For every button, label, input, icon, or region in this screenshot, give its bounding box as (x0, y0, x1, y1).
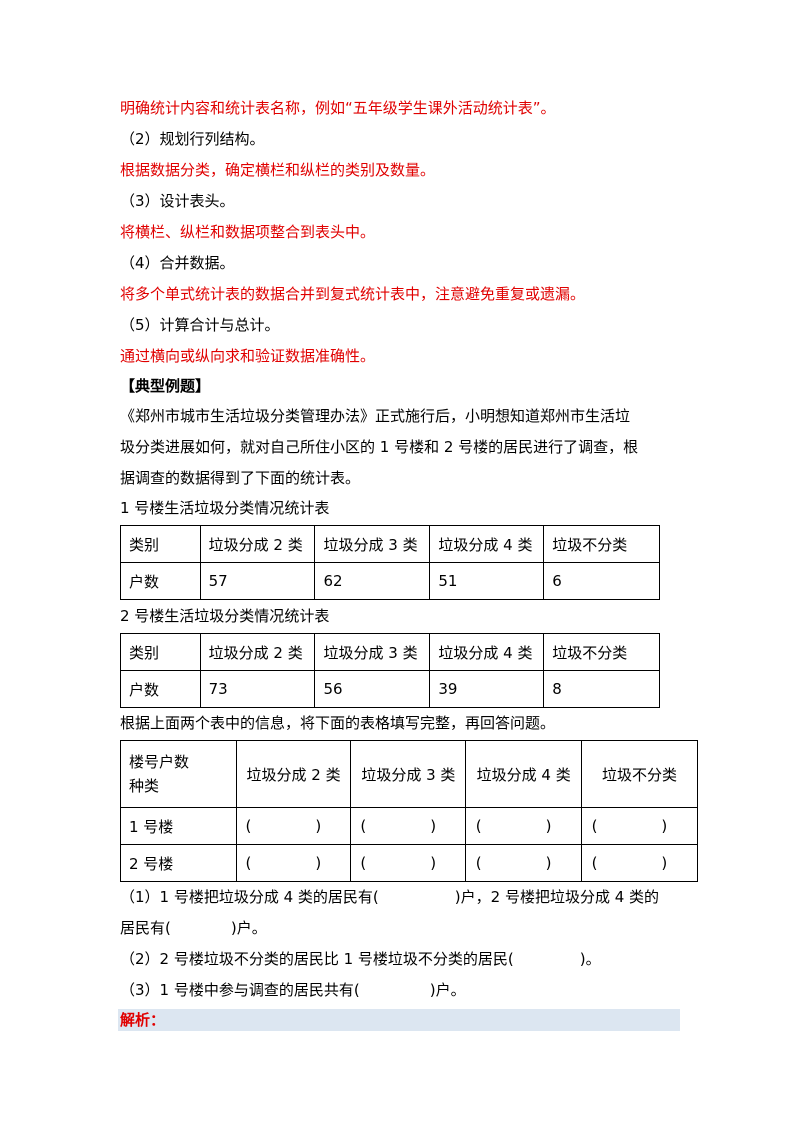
table-cell: 户数 (120, 562, 201, 600)
problem-line: 《郑州市城市生活垃圾分类管理办法》正式施行后，小明想知道郑州市生活垃 (120, 407, 631, 425)
answer-blank[interactable]: () (465, 807, 583, 845)
table-cell: 类别 (120, 633, 201, 671)
table1: 类别 垃圾分成 2 类 垃圾分成 3 类 垃圾分成 4 类 垃圾不分类 户数 5… (120, 525, 660, 600)
table3: 楼号户数 种类 垃圾分成 2 类 垃圾分成 3 类 垃圾分成 4 类 垃圾不分类… (120, 740, 698, 882)
table-row: 类别 垃圾分成 2 类 垃圾分成 3 类 垃圾分成 4 类 垃圾不分类 (120, 633, 660, 671)
table-cell: 垃圾分成 4 类 (465, 740, 583, 808)
table2-title: 2 号楼生活垃圾分类情况统计表 (120, 607, 330, 625)
question-3: （3）1 号楼中参与调查的居民共有()户。 (120, 981, 466, 999)
table-row: 户数 57 62 51 6 (120, 562, 660, 600)
answer-blank[interactable]: () (350, 844, 467, 882)
intro-line: （2）规划行列结构。 (120, 130, 265, 148)
intro-line: （4）合并数据。 (120, 254, 235, 272)
table-cell: 垃圾分成 3 类 (314, 633, 431, 671)
instruction-text: 根据上面两个表中的信息，将下面的表格填写完整，再回答问题。 (120, 714, 556, 732)
table-cell: 62 (314, 562, 431, 600)
table-cell: 56 (314, 670, 431, 708)
answer-blank[interactable]: () (235, 807, 352, 845)
table-cell: 51 (429, 562, 545, 600)
analysis-label: 解析： (120, 1011, 166, 1029)
table-cell: 57 (199, 562, 316, 600)
table-row: 类别 垃圾分成 2 类 垃圾分成 3 类 垃圾分成 4 类 垃圾不分类 (120, 525, 660, 563)
table-cell: 垃圾不分类 (543, 633, 660, 671)
table-cell: 垃圾分成 2 类 (235, 740, 352, 808)
corner-header-cell: 楼号户数 种类 (120, 740, 237, 808)
intro-line: （3）设计表头。 (120, 192, 235, 210)
table-row: 2 号楼 () () () () (120, 844, 698, 882)
table-cell: 户数 (120, 670, 201, 708)
answer-blank[interactable]: () (350, 807, 467, 845)
table-row: 楼号户数 种类 垃圾分成 2 类 垃圾分成 3 类 垃圾分成 4 类 垃圾不分类 (120, 740, 698, 808)
intro-line: 明确统计内容和统计表名称，例如“五年级学生课外活动统计表”。 (120, 99, 556, 117)
question-1: （1）1 号楼把垃圾分成 4 类的居民有()户，2 号楼把垃圾分成 4 类的 (120, 888, 660, 906)
intro-line: 将多个单式统计表的数据合并到复式统计表中，注意避免重复或遗漏。 (120, 285, 586, 303)
answer-blank[interactable]: () (581, 844, 698, 882)
table-cell: 垃圾分成 3 类 (314, 525, 431, 563)
table2: 类别 垃圾分成 2 类 垃圾分成 3 类 垃圾分成 4 类 垃圾不分类 户数 7… (120, 633, 660, 708)
table-cell: 垃圾不分类 (581, 740, 698, 808)
table-cell: 类别 (120, 525, 201, 563)
problem-line: 据调查的数据得到了下面的统计表。 (120, 469, 361, 487)
row-label: 1 号楼 (120, 807, 237, 845)
problem-line: 圾分类进展如何，就对自己所住小区的 1 号楼和 2 号楼的居民进行了调查，根 (120, 438, 639, 456)
table-row: 户数 73 56 39 8 (120, 670, 660, 708)
table-cell: 垃圾分成 3 类 (350, 740, 467, 808)
corner-top-label: 楼号户数 (129, 753, 190, 771)
question-2: （2）2 号楼垃圾不分类的居民比 1 号楼垃圾不分类的居民()。 (120, 950, 601, 968)
intro-line: 通过横向或纵向求和验证数据准确性。 (120, 347, 376, 365)
table-cell: 73 (199, 670, 316, 708)
example-heading: 【典型例题】 (120, 377, 211, 395)
table1-title: 1 号楼生活垃圾分类情况统计表 (120, 499, 330, 517)
table-cell: 垃圾分成 4 类 (429, 633, 545, 671)
table-cell: 垃圾分成 2 类 (199, 633, 316, 671)
intro-line: 根据数据分类，确定横栏和纵栏的类别及数量。 (120, 161, 436, 179)
question-1-cont: 居民有()户。 (120, 919, 267, 937)
table-cell: 垃圾分成 4 类 (429, 525, 545, 563)
answer-blank[interactable]: () (465, 844, 583, 882)
table-cell: 6 (543, 562, 660, 600)
table-row: 1 号楼 () () () () (120, 807, 698, 845)
intro-line: （5）计算合计与总计。 (120, 316, 280, 334)
table-cell: 8 (543, 670, 660, 708)
corner-bottom-label: 种类 (129, 777, 160, 795)
table-cell: 垃圾分成 2 类 (199, 525, 316, 563)
table-cell: 39 (429, 670, 545, 708)
intro-line: 将横栏、纵栏和数据项整合到表头中。 (120, 223, 376, 241)
analysis-highlight (118, 1009, 680, 1031)
row-label: 2 号楼 (120, 844, 237, 882)
answer-blank[interactable]: () (235, 844, 352, 882)
answer-blank[interactable]: () (581, 807, 698, 845)
table-cell: 垃圾不分类 (543, 525, 660, 563)
